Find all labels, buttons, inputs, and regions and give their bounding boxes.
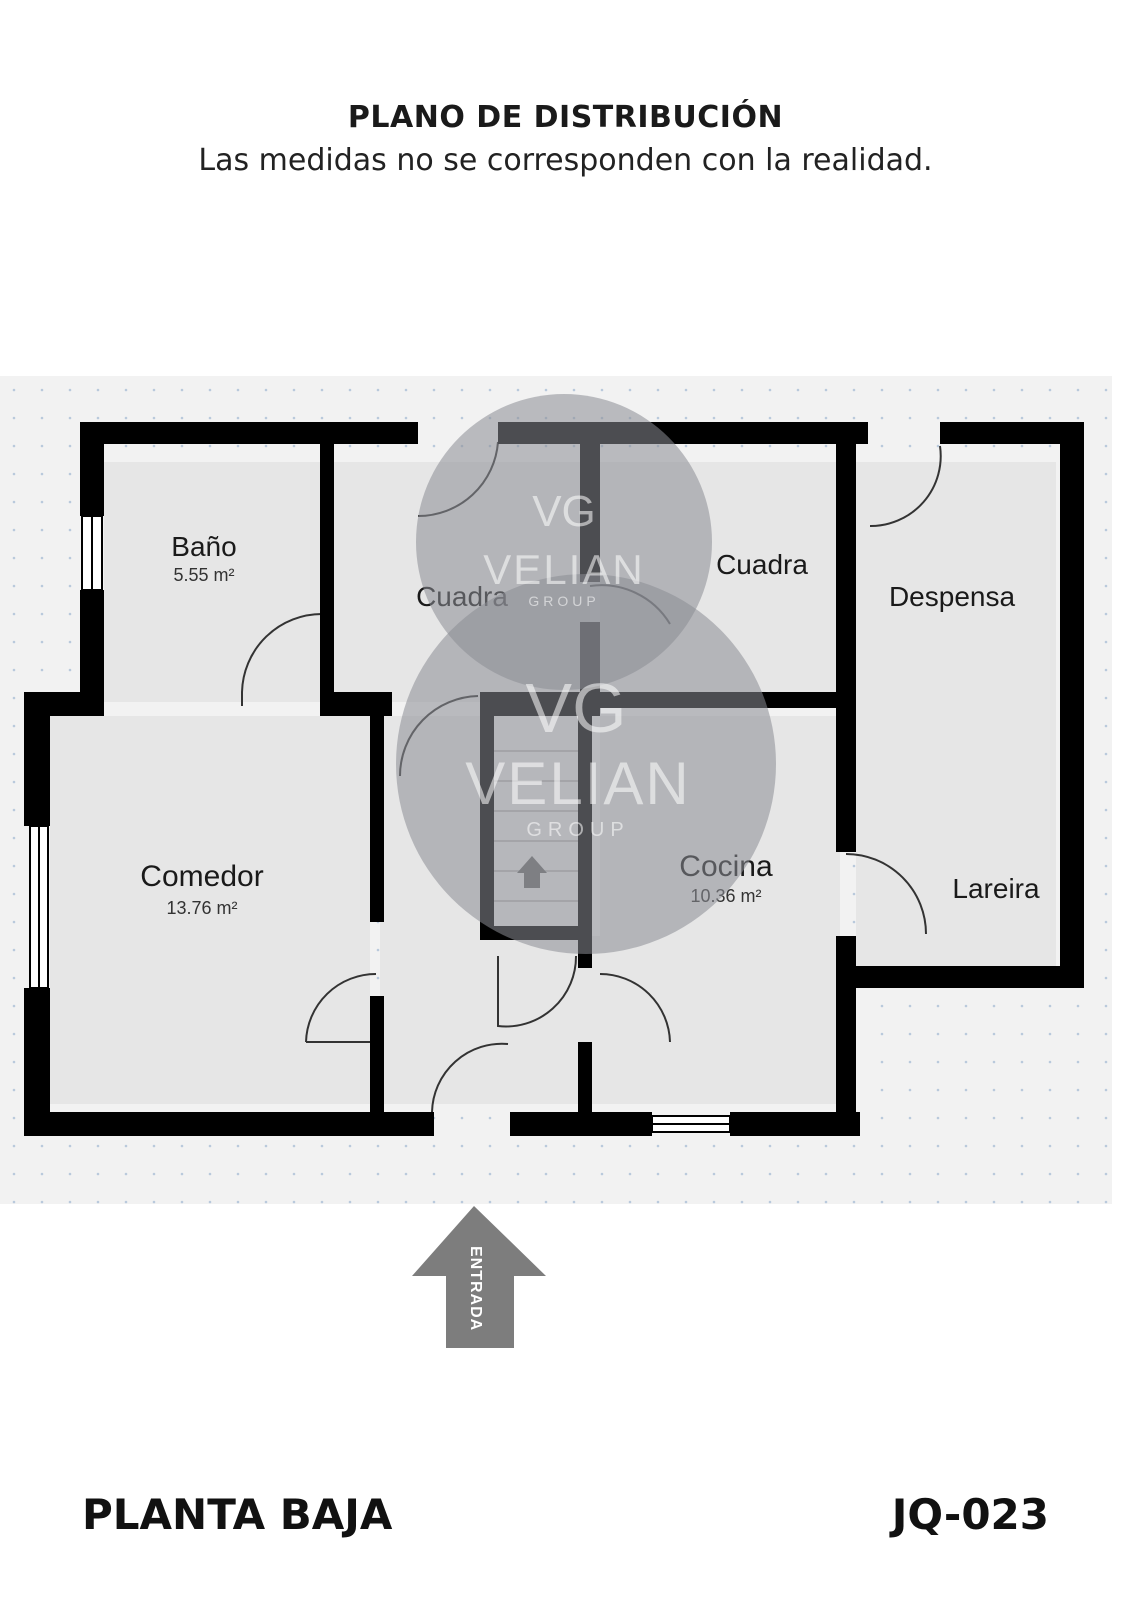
plan-header: PLANO DE DISTRIBUCIÓN Las medidas no se … [0,100,1131,178]
room-area-comedor: 13.76 m² [166,898,237,918]
entrance-arrow-icon [412,1206,546,1348]
room-label-comedor: Comedor [140,860,263,893]
plan-disclaimer: Las medidas no se corresponden con la re… [198,143,933,178]
watermark-brand-bottom: VELIAN [465,750,690,817]
watermark-sub-bottom: GROUP [526,819,629,841]
room-area-bano: 5.55 m² [173,565,234,585]
watermark-logo: VG VELIAN GROUP VG VELIAN GROUP [396,394,776,954]
watermark-sub-top: GROUP [528,593,599,609]
room-label-lareira: Lareira [952,873,1040,904]
watermark-monogram-bottom: VG [525,669,626,747]
room-label-despensa: Despensa [889,581,1016,612]
watermark-monogram-top: VG [532,487,596,536]
room-label-cuadra-right: Cuadra [716,549,808,580]
plan-title: PLANO DE DISTRIBUCIÓN [347,100,784,135]
listing-reference: JQ-023 [891,1490,1049,1539]
windows [29,515,731,1133]
entrance-label: ENTRADA [467,1246,484,1331]
floor-plan: Baño 5.55 m² Cuadra Cuadra Despensa Come… [0,376,1112,1348]
room-label-bano: Baño [171,531,236,562]
floor-name: PLANTA BAJA [82,1490,393,1539]
watermark-brand-top: VELIAN [483,546,644,593]
